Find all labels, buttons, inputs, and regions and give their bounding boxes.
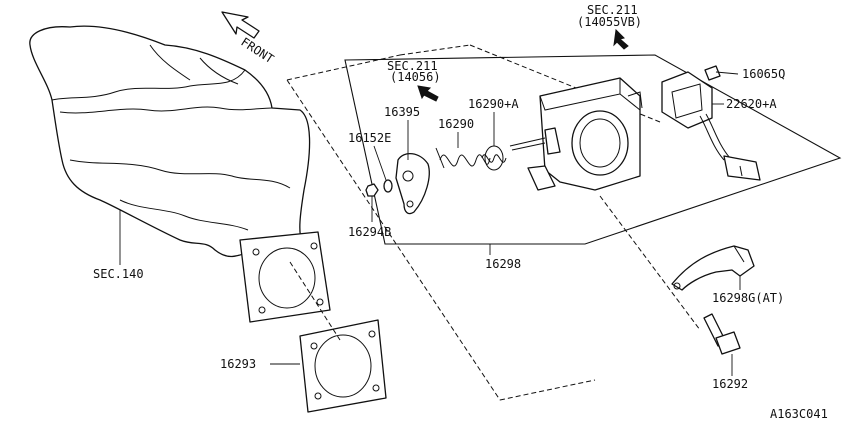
label-16293: 16293 — [220, 357, 256, 371]
label-16395: 16395 — [384, 105, 420, 119]
bolt-16292 — [599, 195, 741, 355]
label-16294b: 16294B — [348, 225, 391, 239]
arrow-sec211-top — [613, 28, 629, 50]
sec211-top-line2: (14055VB) — [577, 15, 642, 29]
sec211-top-line1: SEC.211 — [587, 3, 638, 17]
front-label: FRONT — [238, 35, 276, 66]
spring-16290a — [481, 145, 507, 171]
label-16290: 16290 — [438, 117, 474, 131]
label-16065q: 16065Q — [742, 67, 785, 81]
throttle-body — [509, 77, 643, 191]
throttle-lever-16395 — [395, 153, 430, 215]
figure-code: A163C041 — [770, 407, 828, 421]
label-22620a: 22620+A — [726, 97, 777, 111]
screw-16065q — [704, 65, 739, 81]
sec211-mid-line2: (14056) — [390, 70, 441, 84]
leader-16152e — [373, 145, 387, 181]
intake-manifold — [29, 25, 331, 323]
arrow-sec211-mid — [417, 85, 439, 102]
assembly-boundary-dashed — [286, 44, 661, 401]
sec211-mid-line1: SEC.211 — [387, 59, 438, 73]
label-sec140: SEC.140 — [93, 267, 144, 281]
label-16290a: 16290+A — [468, 97, 519, 111]
throttle-position-sensor — [661, 71, 761, 181]
front-arrow — [221, 11, 260, 39]
label-16292: 16292 — [712, 377, 748, 391]
gasket-16293 — [299, 319, 387, 413]
assembly-frame — [344, 54, 842, 245]
label-16298: 16298 — [485, 257, 521, 271]
nut-16294b — [365, 183, 379, 197]
bracket-16298g — [671, 245, 755, 291]
label-16298g: 16298G(AT) — [712, 291, 784, 305]
washer-16152e — [383, 179, 393, 193]
spring-16290 — [435, 147, 491, 169]
label-16152e: 16152E — [348, 131, 391, 145]
